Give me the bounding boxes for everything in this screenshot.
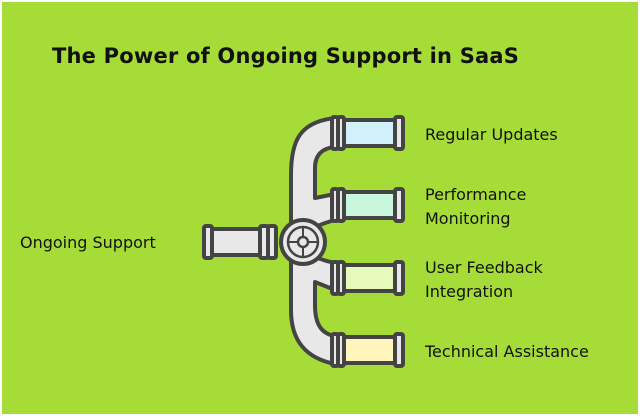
branch-pipe-3 [338,263,402,293]
label-line: Monitoring [425,209,511,228]
branch-pipe-4 [338,335,402,365]
source-label: Ongoing Support [20,233,156,252]
label-line: Integration [425,282,514,301]
valve-icon [279,218,327,266]
branch-pipe-1 [338,118,402,148]
branch-label-regular-updates: Regular Updates [425,125,558,144]
branch-label-performance-monitoring: Performance Monitoring [425,183,526,231]
branch-pipe-2 [338,190,402,220]
label-line: User Feedback [425,258,543,277]
page-title: The Power of Ongoing Support in SaaS [52,44,520,68]
manifold-pipe [289,116,337,366]
branch-label-technical-assistance: Technical Assistance [425,342,589,361]
branch-label-user-feedback: User Feedback Integration [425,256,543,304]
label-line: Performance [425,185,527,204]
